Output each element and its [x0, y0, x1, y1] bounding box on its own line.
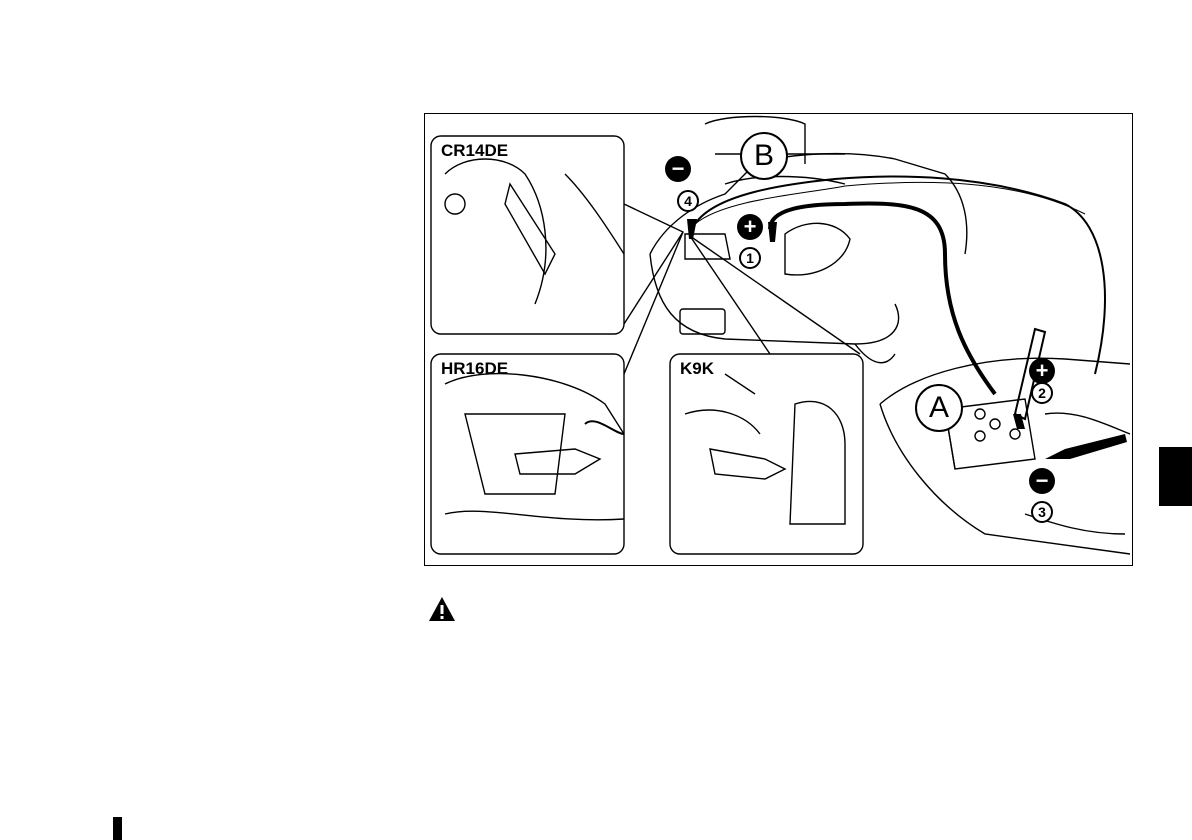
step-2-marker: 2	[1031, 382, 1053, 404]
section-tab	[1159, 447, 1192, 506]
page-edge-marker	[113, 817, 122, 840]
panel-label-hr16de: HR16DE	[441, 359, 508, 379]
warning-triangle-icon	[428, 596, 456, 622]
jump-start-diagram: CR14DE HR16DE K9K B A − 4 + 1 + 2 − 3	[424, 113, 1133, 566]
positive-sign-icon: +	[737, 214, 763, 240]
car-label-a: A	[915, 384, 963, 432]
panel-label-k9k: K9K	[680, 359, 714, 379]
diagram-artwork	[425, 114, 1134, 567]
step-4-marker: 4	[677, 190, 699, 212]
step-1-marker: 1	[739, 247, 761, 269]
step-3-marker: 3	[1031, 501, 1053, 523]
positive-sign-icon: +	[1029, 358, 1055, 384]
negative-sign-icon: −	[1029, 468, 1055, 494]
car-label-b: B	[740, 132, 788, 180]
negative-sign-icon: −	[665, 156, 691, 182]
panel-label-cr14de: CR14DE	[441, 141, 508, 161]
